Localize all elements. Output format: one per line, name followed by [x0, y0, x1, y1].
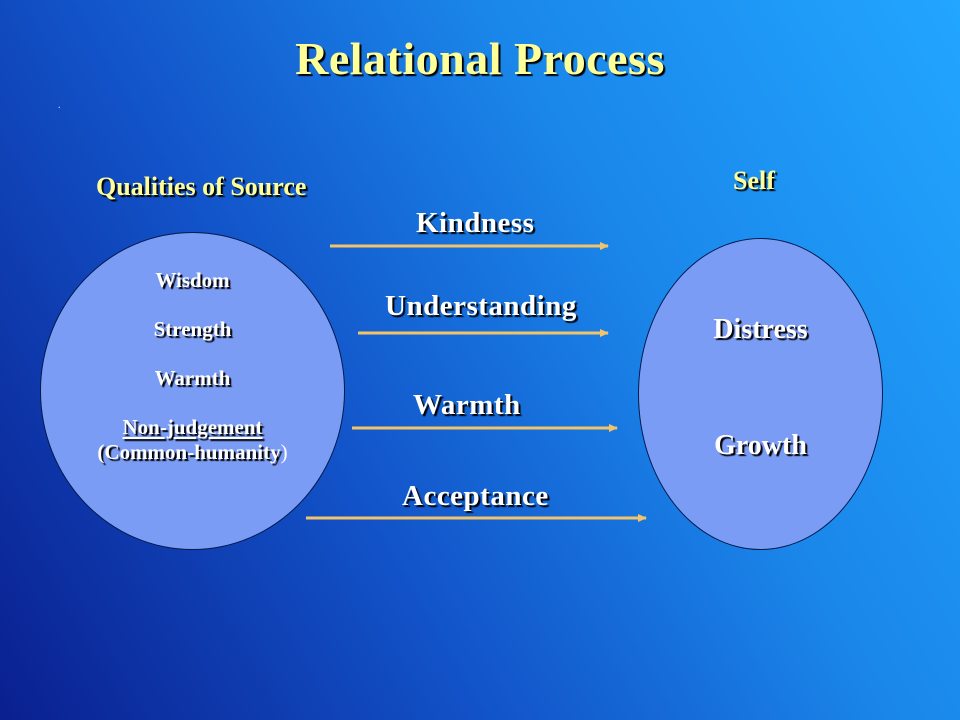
- self-item-growth: Growth: [714, 430, 807, 461]
- source-heading: Qualities of Source: [96, 172, 307, 201]
- self-item-distress: Distress: [713, 314, 808, 345]
- self-heading: Self: [733, 166, 775, 195]
- source-ellipse: [40, 232, 345, 550]
- quality-wisdom: Wisdom: [155, 268, 230, 292]
- arrow-label-understanding: Understanding: [385, 290, 577, 322]
- quality-common-humanity: (Common-humanity: [97, 440, 281, 464]
- common-humanity-close-paren: ): [280, 440, 288, 464]
- arrow-label-warmth: Warmth: [413, 389, 521, 421]
- arrow-label-kindness: Kindness: [416, 207, 535, 239]
- quality-common-humanity-line: (Common-humanity): [40, 440, 345, 465]
- quality-non-judgement: Non-judgement: [122, 415, 263, 439]
- quality-warmth: Warmth: [154, 366, 231, 390]
- qualities-list: Wisdom Strength Warmth Non-judgement (Co…: [40, 268, 345, 465]
- self-ellipse: [638, 238, 883, 550]
- bullet-dot: .: [58, 100, 61, 111]
- quality-strength: Strength: [153, 317, 232, 341]
- slide-title: Relational Process: [295, 33, 665, 84]
- arrow-label-acceptance: Acceptance: [402, 480, 549, 512]
